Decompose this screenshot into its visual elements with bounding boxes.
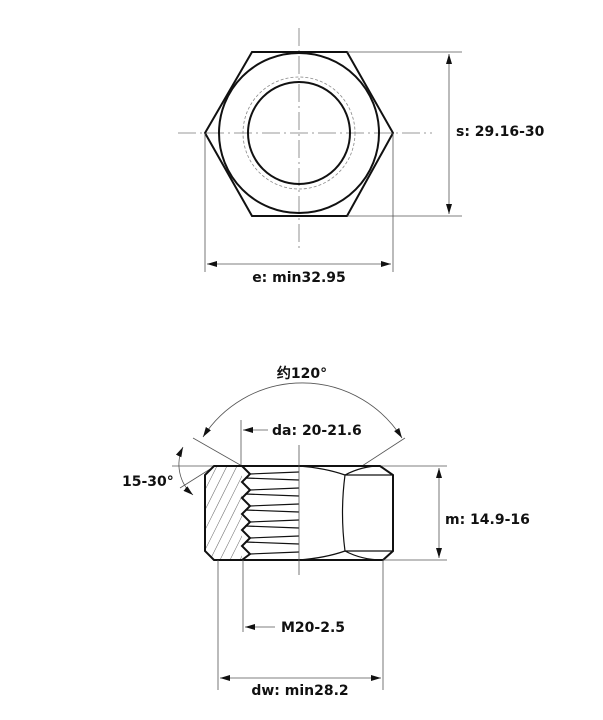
side-view: 约120° 15-30° da: 20-21.6 — [122, 365, 530, 699]
da-dimension-label: da: 20-21.6 — [272, 423, 362, 439]
thread-lines — [244, 471, 300, 555]
bore-circle — [247, 81, 351, 185]
hex-face-curve-right — [344, 465, 393, 561]
m-dimension-label: m: 14.9-16 — [445, 512, 530, 528]
hex-face-curve-left — [298, 465, 346, 561]
angle-120-arc — [202, 382, 403, 439]
thread-profile — [240, 465, 252, 561]
s-dimension-label: s: 29.16-30 — [456, 124, 545, 140]
bearing-face-circle — [218, 52, 380, 214]
angle-120-label: 约120° — [277, 365, 327, 382]
chamfer-angle-label: 15-30° — [122, 474, 174, 490]
e-dimension-label: e: min32.95 — [252, 270, 346, 286]
chamfer-angle-arc — [175, 446, 194, 496]
top-view: s: 29.16-30 e: min32.95 — [178, 28, 545, 286]
dw-dimension-label: dw: min28.2 — [251, 683, 348, 699]
thread-size-label: M20-2.5 — [281, 620, 345, 636]
thread-major-circle — [242, 76, 356, 190]
section-hatching — [205, 466, 242, 560]
